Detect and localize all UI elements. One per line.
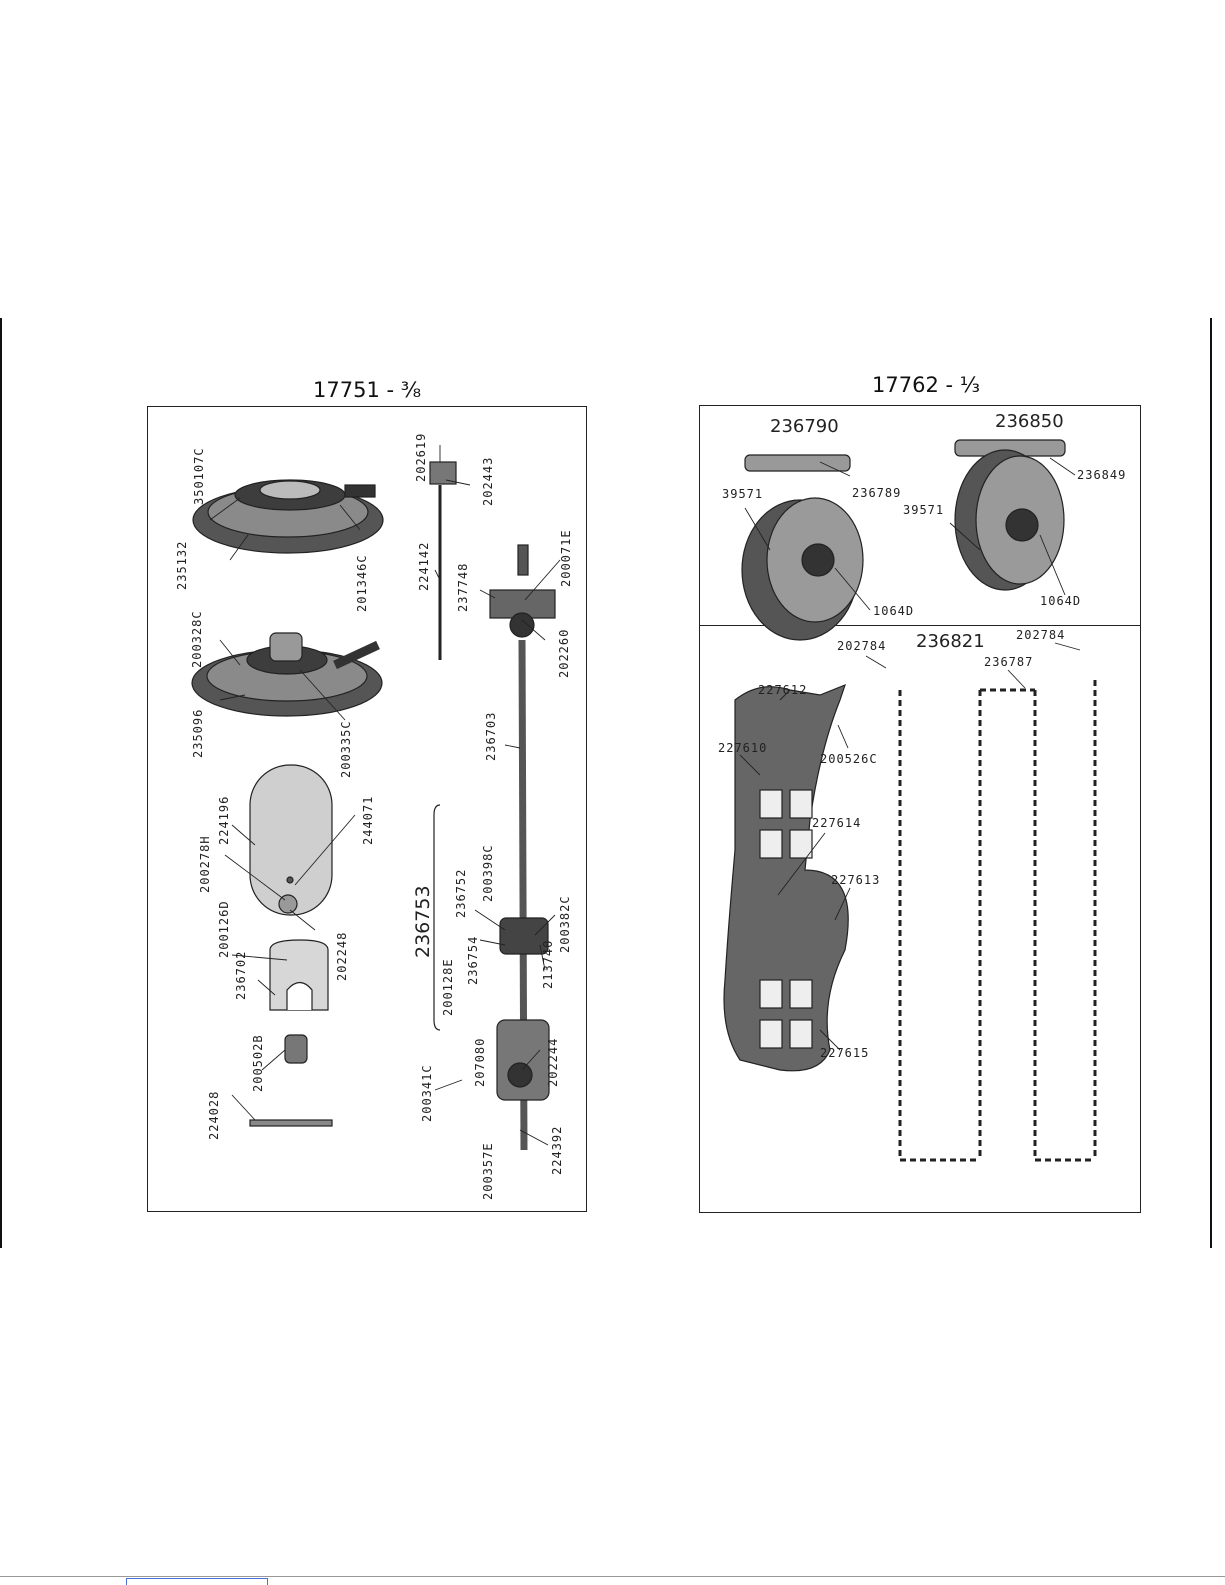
part-label-202248: 202248	[335, 931, 349, 981]
assembly-label-236753: 236753	[412, 885, 434, 958]
part-label-202244: 202244	[546, 1037, 560, 1087]
part-label-224028: 224028	[207, 1090, 221, 1140]
part-label-236703: 236703	[484, 711, 498, 761]
part-label-200328C: 200328C	[190, 610, 204, 668]
part-label-227613: 227613	[831, 873, 881, 887]
part-label-39571-b: 39571	[903, 503, 945, 517]
part-label-200341C: 200341C	[420, 1064, 434, 1122]
part-label-200357E: 200357E	[481, 1142, 495, 1200]
part-label-200398C: 200398C	[481, 844, 495, 902]
treadle-illustration	[723, 683, 849, 1072]
part-label-237748: 237748	[456, 562, 470, 612]
pulley-236790-illustration	[741, 454, 864, 641]
bottom-rule	[0, 1576, 1225, 1577]
part-label-1064D-a: 1064D	[873, 604, 915, 618]
assembly-label-236790: 236790	[770, 416, 839, 437]
assembly-label-236850: 236850	[995, 411, 1064, 432]
part-label-224392: 224392	[550, 1125, 564, 1175]
assembly-label-236821: 236821	[916, 631, 985, 652]
right-scan-edge	[1210, 318, 1212, 1248]
part-label-200071E: 200071E	[559, 529, 573, 587]
part-label-227614: 227614	[812, 816, 862, 830]
part-label-236789: 236789	[852, 486, 902, 500]
shaft-illustration	[489, 544, 556, 1151]
part-label-236787: 236787	[984, 655, 1034, 669]
cover-plate-illustration	[249, 764, 333, 1011]
part-label-227615: 227615	[820, 1046, 870, 1060]
part-label-244071: 244071	[361, 795, 375, 845]
part-label-227610: 227610	[718, 741, 768, 755]
part-label-200126D: 200126D	[217, 900, 231, 958]
needle-bar-illustration	[429, 461, 457, 660]
part-label-200502B: 200502B	[251, 1034, 265, 1092]
part-label-350107C: 350107C	[192, 447, 206, 505]
part-label-235132: 235132	[175, 540, 189, 590]
left-scan-edge	[0, 318, 2, 1248]
part-label-224196: 224196	[217, 795, 231, 845]
part-label-207080: 207080	[473, 1037, 487, 1087]
belt-chain-illustration	[898, 680, 1097, 1162]
part-label-236849: 236849	[1077, 468, 1127, 482]
right-panel-divider	[699, 625, 1140, 626]
part-label-201346C: 201346C	[355, 554, 369, 612]
part-label-224142: 224142	[417, 541, 431, 591]
part-label-202784-a: 202784	[837, 639, 887, 653]
left-page-title: 17751 - ³⁄₈	[313, 378, 422, 402]
part-label-1064D-b: 1064D	[1040, 594, 1082, 608]
part-label-200335C: 200335C	[339, 720, 353, 778]
pulley-236850-illustration	[954, 439, 1066, 591]
part-label-236702: 236702	[234, 950, 248, 1000]
part-label-227612: 227612	[758, 683, 808, 697]
part-label-236752: 236752	[454, 868, 468, 918]
horizontal-scrollbar-thumb[interactable]	[126, 1578, 268, 1585]
part-label-39571-a: 39571	[722, 487, 764, 501]
right-page-title: 17762 - ¹⁄₃	[872, 373, 981, 397]
part-label-200526C: 200526C	[820, 752, 878, 766]
left-parts-panel	[147, 406, 587, 1212]
part-label-202619: 202619	[414, 432, 428, 482]
part-label-200382C: 200382C	[558, 895, 572, 953]
part-label-235096: 235096	[191, 708, 205, 758]
part-label-200128E: 200128E	[441, 958, 455, 1016]
part-label-202443: 202443	[481, 456, 495, 506]
part-label-202784-b: 202784	[1016, 628, 1066, 642]
pulley-illustration-2	[191, 632, 383, 717]
part-label-202260: 202260	[557, 628, 571, 678]
part-label-236754: 236754	[466, 935, 480, 985]
right-parts-panel	[699, 405, 1141, 1213]
part-label-213740: 213740	[541, 939, 555, 989]
pulley-illustration-1	[192, 479, 384, 554]
part-label-200278H: 200278H	[198, 835, 212, 893]
